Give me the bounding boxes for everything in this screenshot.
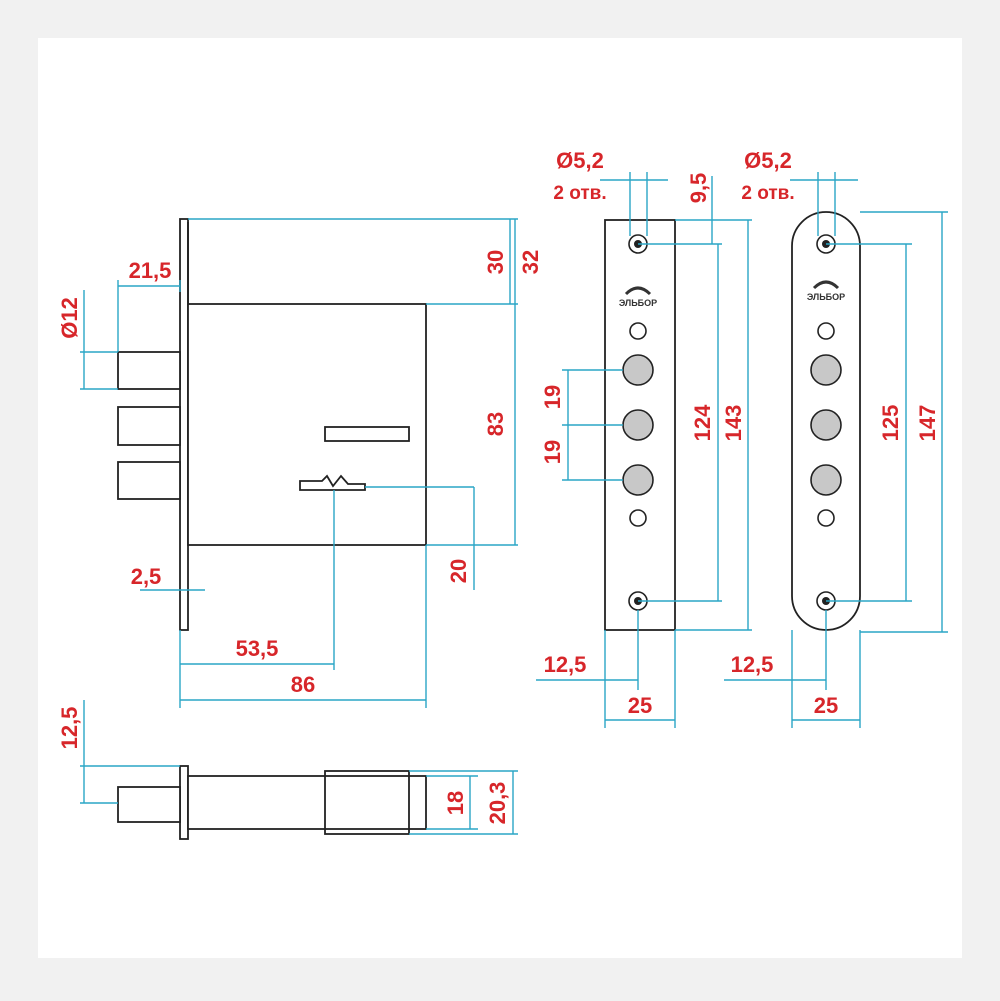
- dim-hole-center-1: 12,5: [544, 652, 587, 677]
- strike-plate-1: ЭЛЬБОР: [536, 148, 752, 728]
- bolt-receiver-6: [810, 464, 842, 496]
- dim-bolt-spacing-2: 19: [540, 440, 565, 464]
- dim-bolt-spacing-1: 19: [540, 385, 565, 409]
- lock-side-view: 12,5 18 20,3: [57, 700, 518, 840]
- brand-logo-icon-2: [812, 280, 840, 290]
- bolt-receiver-1: [622, 354, 654, 386]
- lock-bolt-3: [117, 461, 181, 500]
- dim-plate-width-2: 25: [814, 693, 838, 718]
- dim-case-height: 83: [483, 412, 508, 436]
- dim-plate-length-2: 147: [915, 405, 940, 442]
- brand-label-1: ЭЛЬБОР: [619, 298, 657, 308]
- small-hole-bottom-2: [817, 509, 835, 527]
- side-case: [187, 775, 427, 830]
- side-bolt: [117, 786, 181, 823]
- lock-slot: [324, 426, 410, 442]
- bolt-receiver-3: [622, 464, 654, 496]
- dim-top-to-bolt: 32: [518, 250, 543, 274]
- dim-case-thickness: 18: [443, 791, 468, 815]
- dim-top-to-case: 30: [483, 250, 508, 274]
- dim-plate-width-1: 25: [628, 693, 652, 718]
- lock-bolt-1: [117, 351, 181, 390]
- dim-bolt-diameter: Ø12: [57, 297, 82, 339]
- dim-hole-count-1: 2 отв.: [553, 183, 606, 204]
- lock-faceplate: [179, 218, 189, 631]
- dim-backset: 53,5: [236, 636, 279, 661]
- lock-front-view: Ø12 21,5 30 32 83 20 2,5 53,5 86: [57, 218, 543, 708]
- bolt-receiver-5: [810, 409, 842, 441]
- dim-hole-diameter-2: Ø5,2: [744, 148, 792, 173]
- lock-case: [187, 303, 427, 546]
- dim-faceplate-width: 20,3: [485, 782, 510, 825]
- dim-side-bolt-offset: 12,5: [57, 707, 82, 750]
- dim-hole-count-2: 2 отв.: [741, 183, 794, 204]
- brand-logo-icon: [624, 286, 652, 296]
- lock-bolt-2: [117, 406, 181, 446]
- bolt-receiver-4: [810, 354, 842, 386]
- dim-hole-center-2: 12,5: [731, 652, 774, 677]
- small-hole-top-1: [629, 322, 647, 340]
- dim-bolt-protrusion: 21,5: [129, 258, 172, 283]
- keyhole: [299, 474, 366, 491]
- bolt-receiver-2: [622, 409, 654, 441]
- dim-hole-offset-1: 9,5: [686, 173, 711, 204]
- dim-hole-diameter-1: Ø5,2: [556, 148, 604, 173]
- dim-faceplate-thickness: 2,5: [131, 564, 162, 589]
- dim-case-width: 86: [291, 672, 315, 697]
- small-hole-top-2: [817, 322, 835, 340]
- dim-hole-spacing-2: 125: [878, 405, 903, 442]
- dim-keyhole-to-bottom: 20: [446, 559, 471, 583]
- small-hole-bottom-1: [629, 509, 647, 527]
- dim-hole-spacing-1: 124: [690, 404, 715, 441]
- strike-plate-2: ЭЛЬБОР Ø5,2 2 отв. 125 147 12,5 25: [724, 148, 948, 728]
- dim-plate-length-1: 143: [721, 405, 746, 442]
- side-faceplate: [179, 765, 189, 840]
- brand-label-2: ЭЛЬБОР: [807, 292, 845, 302]
